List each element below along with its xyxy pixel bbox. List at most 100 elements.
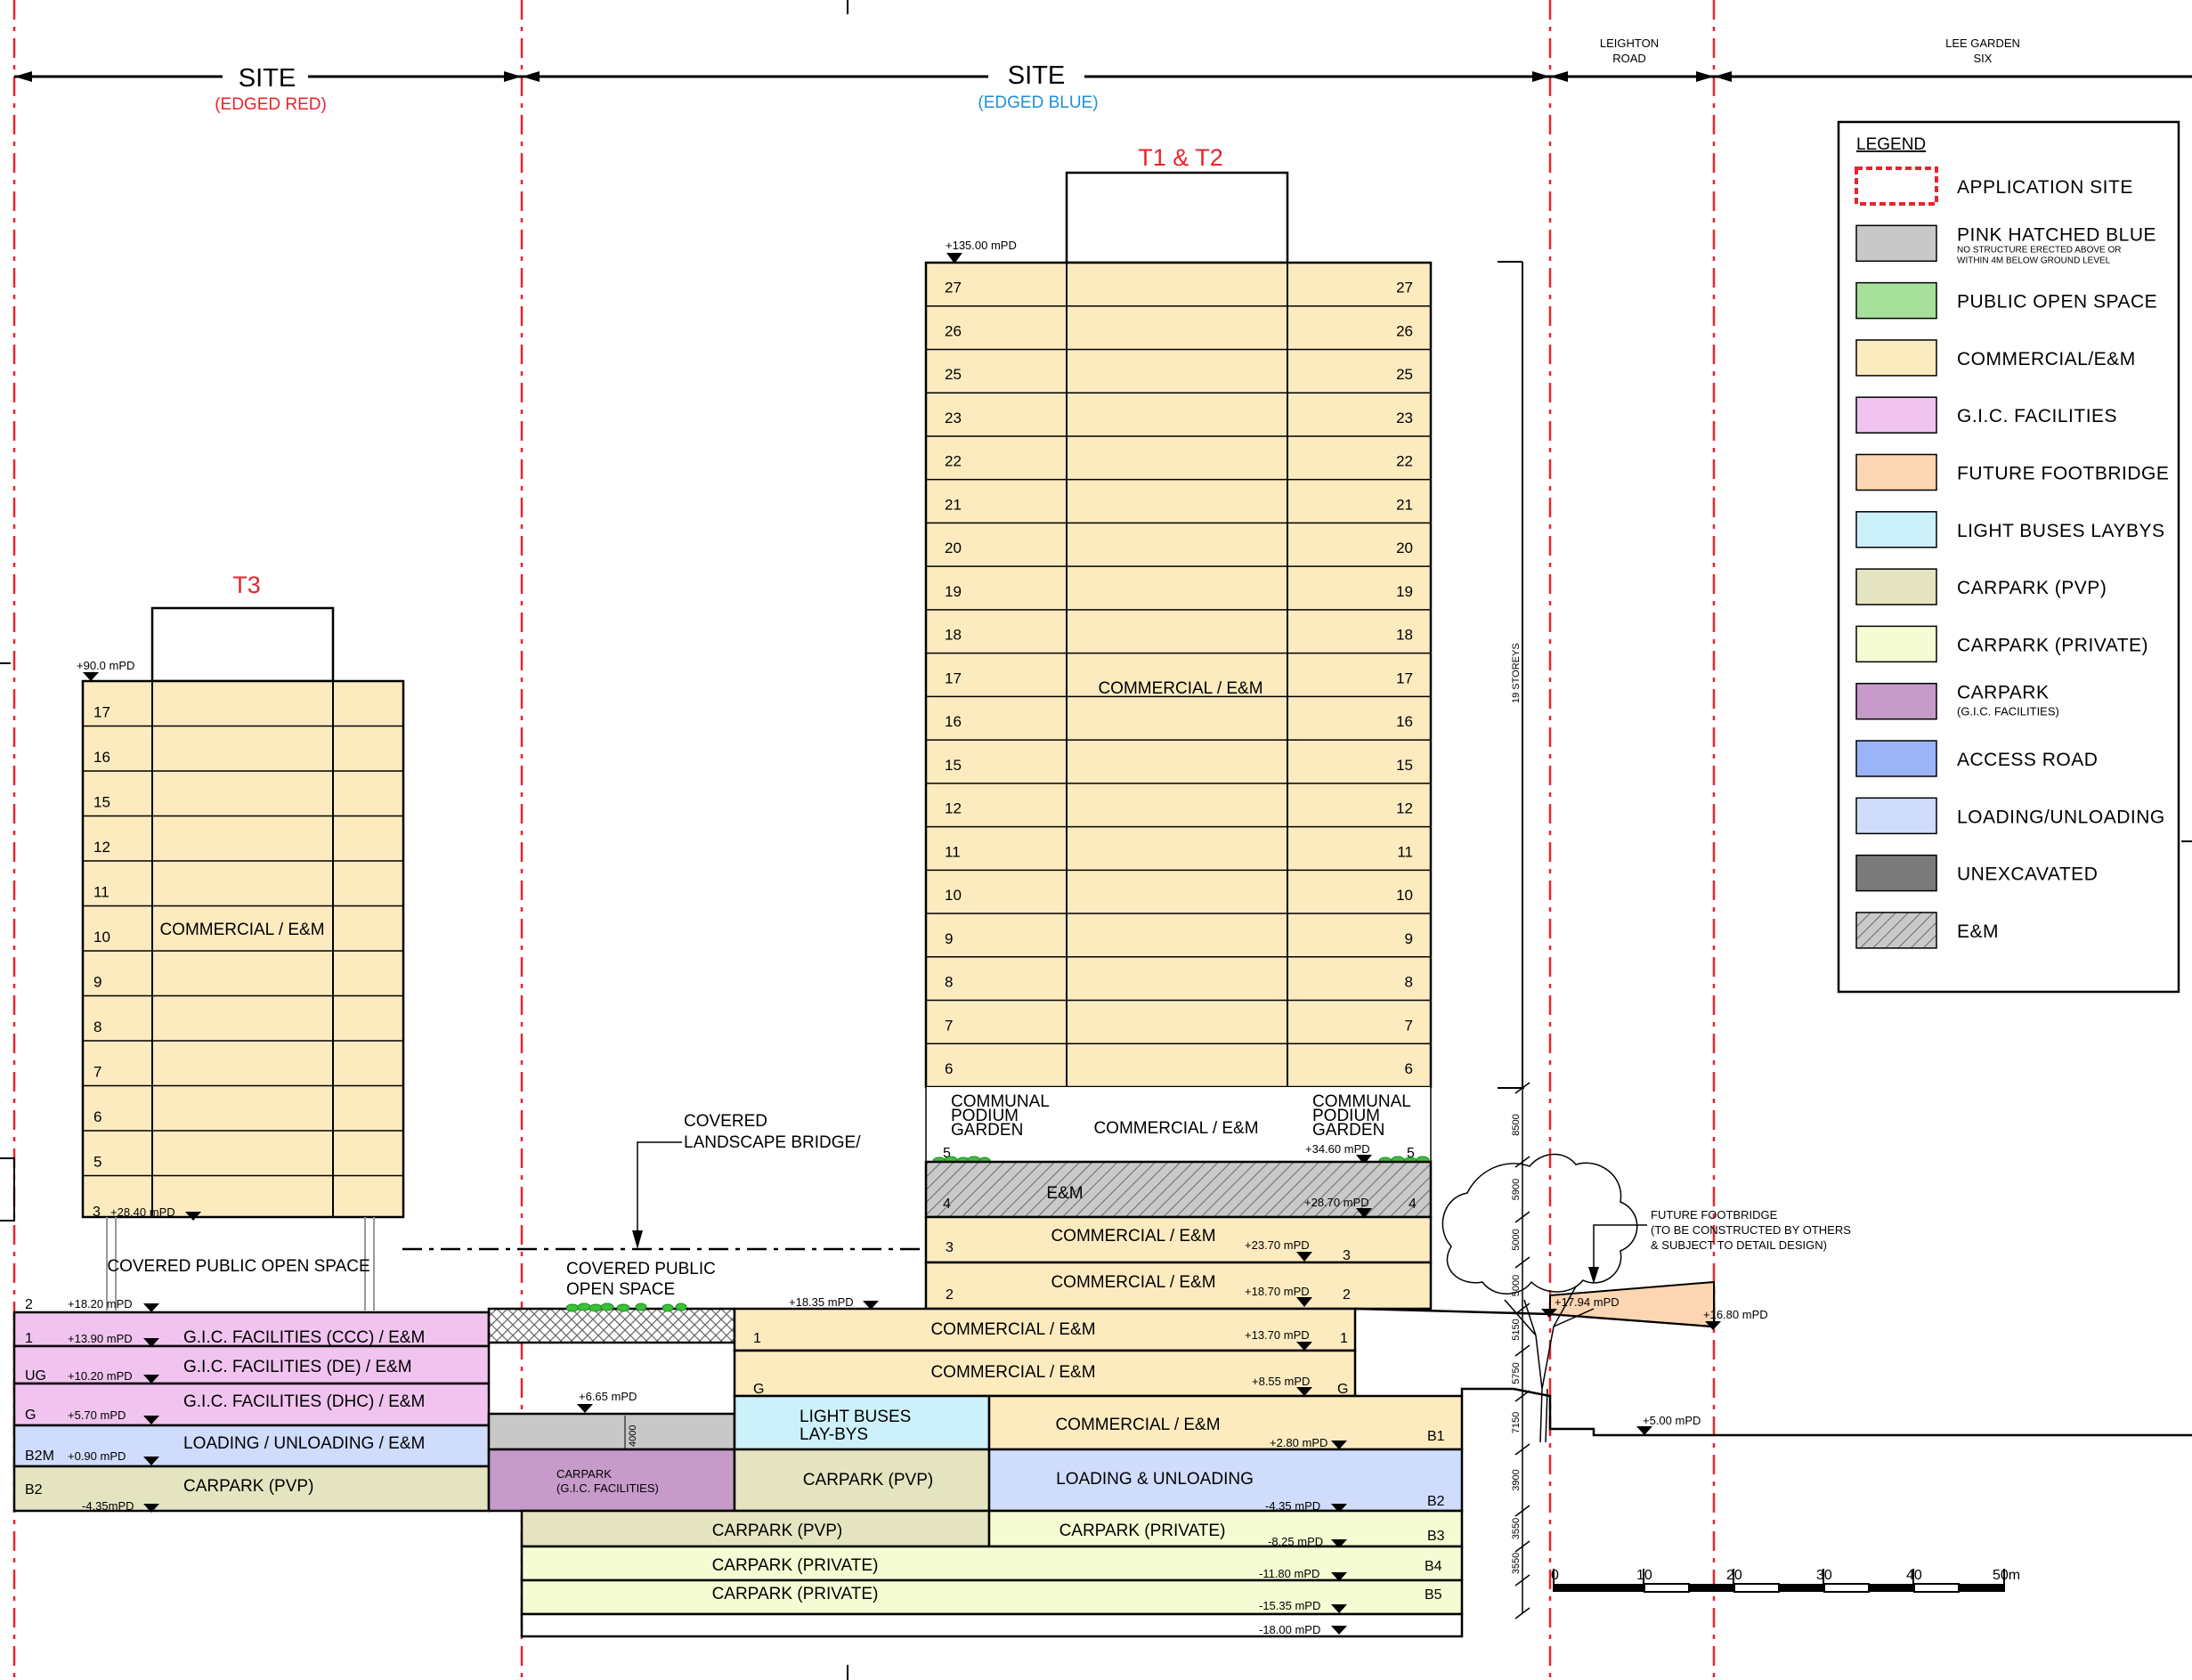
- legend-swatch: [1855, 568, 1937, 605]
- floor-label-left: 11: [945, 843, 961, 860]
- bottom-slab: [520, 1612, 1464, 1638]
- floor-label-right: 25: [1396, 366, 1413, 383]
- communal-left-2: PODIUM: [951, 1107, 1019, 1125]
- level-2-right: 2: [1343, 1287, 1351, 1303]
- mid-lvl1: 1: [753, 1331, 761, 1346]
- floor-label-right: 22: [1396, 453, 1413, 470]
- dim-tick: [1514, 1344, 1530, 1357]
- level-2-band: [924, 1261, 1433, 1311]
- t3-label: COMMERCIAL / E&M: [159, 921, 324, 939]
- level-marker-icon: [1296, 1387, 1312, 1396]
- floor-label-right: 21: [1396, 496, 1413, 513]
- floor-label-right: 6: [1405, 1060, 1413, 1077]
- level-3-mpd: +23.70 mPD: [1245, 1238, 1310, 1252]
- communal-left-1: COMMUNAL: [951, 1092, 1050, 1111]
- level-marker-icon: [1636, 1426, 1652, 1435]
- cross-hatched-slab: [487, 1307, 736, 1344]
- level-marker-icon: [946, 253, 962, 264]
- b3-pvp: [520, 1509, 991, 1548]
- dim-tick: [1514, 1443, 1530, 1456]
- legend-swatch: [1855, 511, 1937, 548]
- level-5-left: 5: [943, 1146, 951, 1161]
- floor-label: 16: [93, 749, 110, 766]
- leader-line: [637, 1141, 682, 1239]
- level-marker-icon: [1296, 1252, 1312, 1262]
- commercial-5: COMMERCIAL / E&M: [1093, 1119, 1258, 1138]
- legend-swatch: [1855, 224, 1937, 263]
- bridge-note-1: COVERED: [684, 1112, 767, 1131]
- lp-lvlg-mpd: +5.70 mPD: [68, 1408, 126, 1422]
- road-mpd-1794: +17.94 mPD: [1555, 1295, 1620, 1309]
- legend-swatch: [1855, 740, 1937, 777]
- b3-level: B3: [1427, 1529, 1445, 1544]
- floor-label-left: 18: [945, 627, 962, 644]
- b3-mpd: -8.25 mPD: [1268, 1535, 1323, 1548]
- legend-swatch: [1855, 682, 1937, 720]
- lightbus-2: LAY-BYS: [800, 1425, 868, 1444]
- level-marker-icon: [863, 1301, 879, 1310]
- garden-planting: [565, 1303, 687, 1312]
- mid-mpd-1835: +18.35 mPD: [789, 1295, 854, 1309]
- communal-right-3: GARDEN: [1312, 1121, 1384, 1140]
- footbridge-note-3: & SUBJECT TO DETAIL DESIGN): [1651, 1238, 1827, 1252]
- em-label: E&M: [1046, 1184, 1083, 1203]
- dim-tick: [1514, 1211, 1530, 1223]
- scale-10: 10: [1636, 1568, 1652, 1583]
- level-3-right: 3: [1343, 1248, 1351, 1263]
- t1t2-tower-body: [924, 261, 1433, 1089]
- b3-left-label: CARPARK (PVP): [712, 1522, 842, 1540]
- dim-value: 3550: [1511, 1518, 1522, 1539]
- floor-label: 8: [93, 1019, 101, 1035]
- mid-lvlg-right: G: [1337, 1382, 1348, 1397]
- floor-label-left: 15: [945, 757, 962, 774]
- scale-40: 40: [1906, 1568, 1922, 1583]
- lp-lvlb2m: B2M: [25, 1449, 54, 1464]
- road-ground: [1354, 1285, 2192, 1437]
- lp-lvlug-label: G.I.C. FACILITIES (DE) / E&M: [183, 1358, 412, 1376]
- level-marker-icon: [1331, 1572, 1347, 1581]
- lee-garden-label-2: SIX: [1974, 52, 1993, 65]
- carpark-b2: [12, 1465, 491, 1513]
- level-5-right: 5: [1407, 1146, 1415, 1161]
- level-marker-icon: [143, 1416, 159, 1424]
- bottom-mpd: -18.00 mPD: [1259, 1623, 1320, 1636]
- lp-lvlg-label: G.I.C. FACILITIES (DHC) / E&M: [183, 1392, 425, 1411]
- t3-columns: [106, 1217, 375, 1311]
- floor-label: 15: [93, 794, 110, 811]
- dim-tick: [1514, 1256, 1530, 1269]
- site-dimension-arrows: [14, 71, 2192, 82]
- carpark-gic-1: CARPARK: [556, 1467, 612, 1481]
- lp-lvlb2: B2: [25, 1482, 43, 1497]
- mid-lvl1-label: COMMERCIAL / E&M: [930, 1320, 1095, 1339]
- b1-label: COMMERCIAL / E&M: [1055, 1416, 1220, 1434]
- mid-lvl1-mpd: +13.70 mPD: [1245, 1328, 1310, 1342]
- dim-value: 8500: [1511, 1114, 1522, 1135]
- legend-label: UNEXCAVATED: [1957, 864, 2098, 885]
- level-marker-icon: [1296, 1297, 1312, 1307]
- floor-label-right: 23: [1396, 410, 1413, 426]
- leighton-road-label-2: ROAD: [1612, 52, 1646, 65]
- level-marker-icon: [1331, 1626, 1347, 1635]
- floor-label-right: 12: [1396, 800, 1413, 817]
- b2-level: B2: [1427, 1494, 1445, 1509]
- floor-label: 6: [93, 1108, 101, 1125]
- tree-icon: [1441, 1153, 1638, 1443]
- floor-label: 5: [93, 1154, 101, 1171]
- floor-label-right: 15: [1396, 757, 1413, 774]
- b1-commercial: [987, 1394, 1464, 1451]
- cpos-left: COVERED PUBLIC OPEN SPACE: [107, 1257, 369, 1276]
- floor-label: 10: [93, 929, 110, 946]
- legend-swatch: [1855, 281, 1937, 320]
- level-marker-icon: [577, 1404, 593, 1413]
- floor-label: 17: [93, 704, 110, 721]
- floor-label-left: 12: [945, 800, 962, 817]
- b5-mpd: -15.35 mPD: [1259, 1599, 1320, 1612]
- site-left-label: SITE: [239, 64, 296, 93]
- b5-private: [520, 1579, 1464, 1616]
- level-3-label: COMMERCIAL / E&M: [1051, 1227, 1215, 1246]
- dim-tick: [1514, 1540, 1530, 1553]
- communal-right-2: PODIUM: [1312, 1107, 1380, 1125]
